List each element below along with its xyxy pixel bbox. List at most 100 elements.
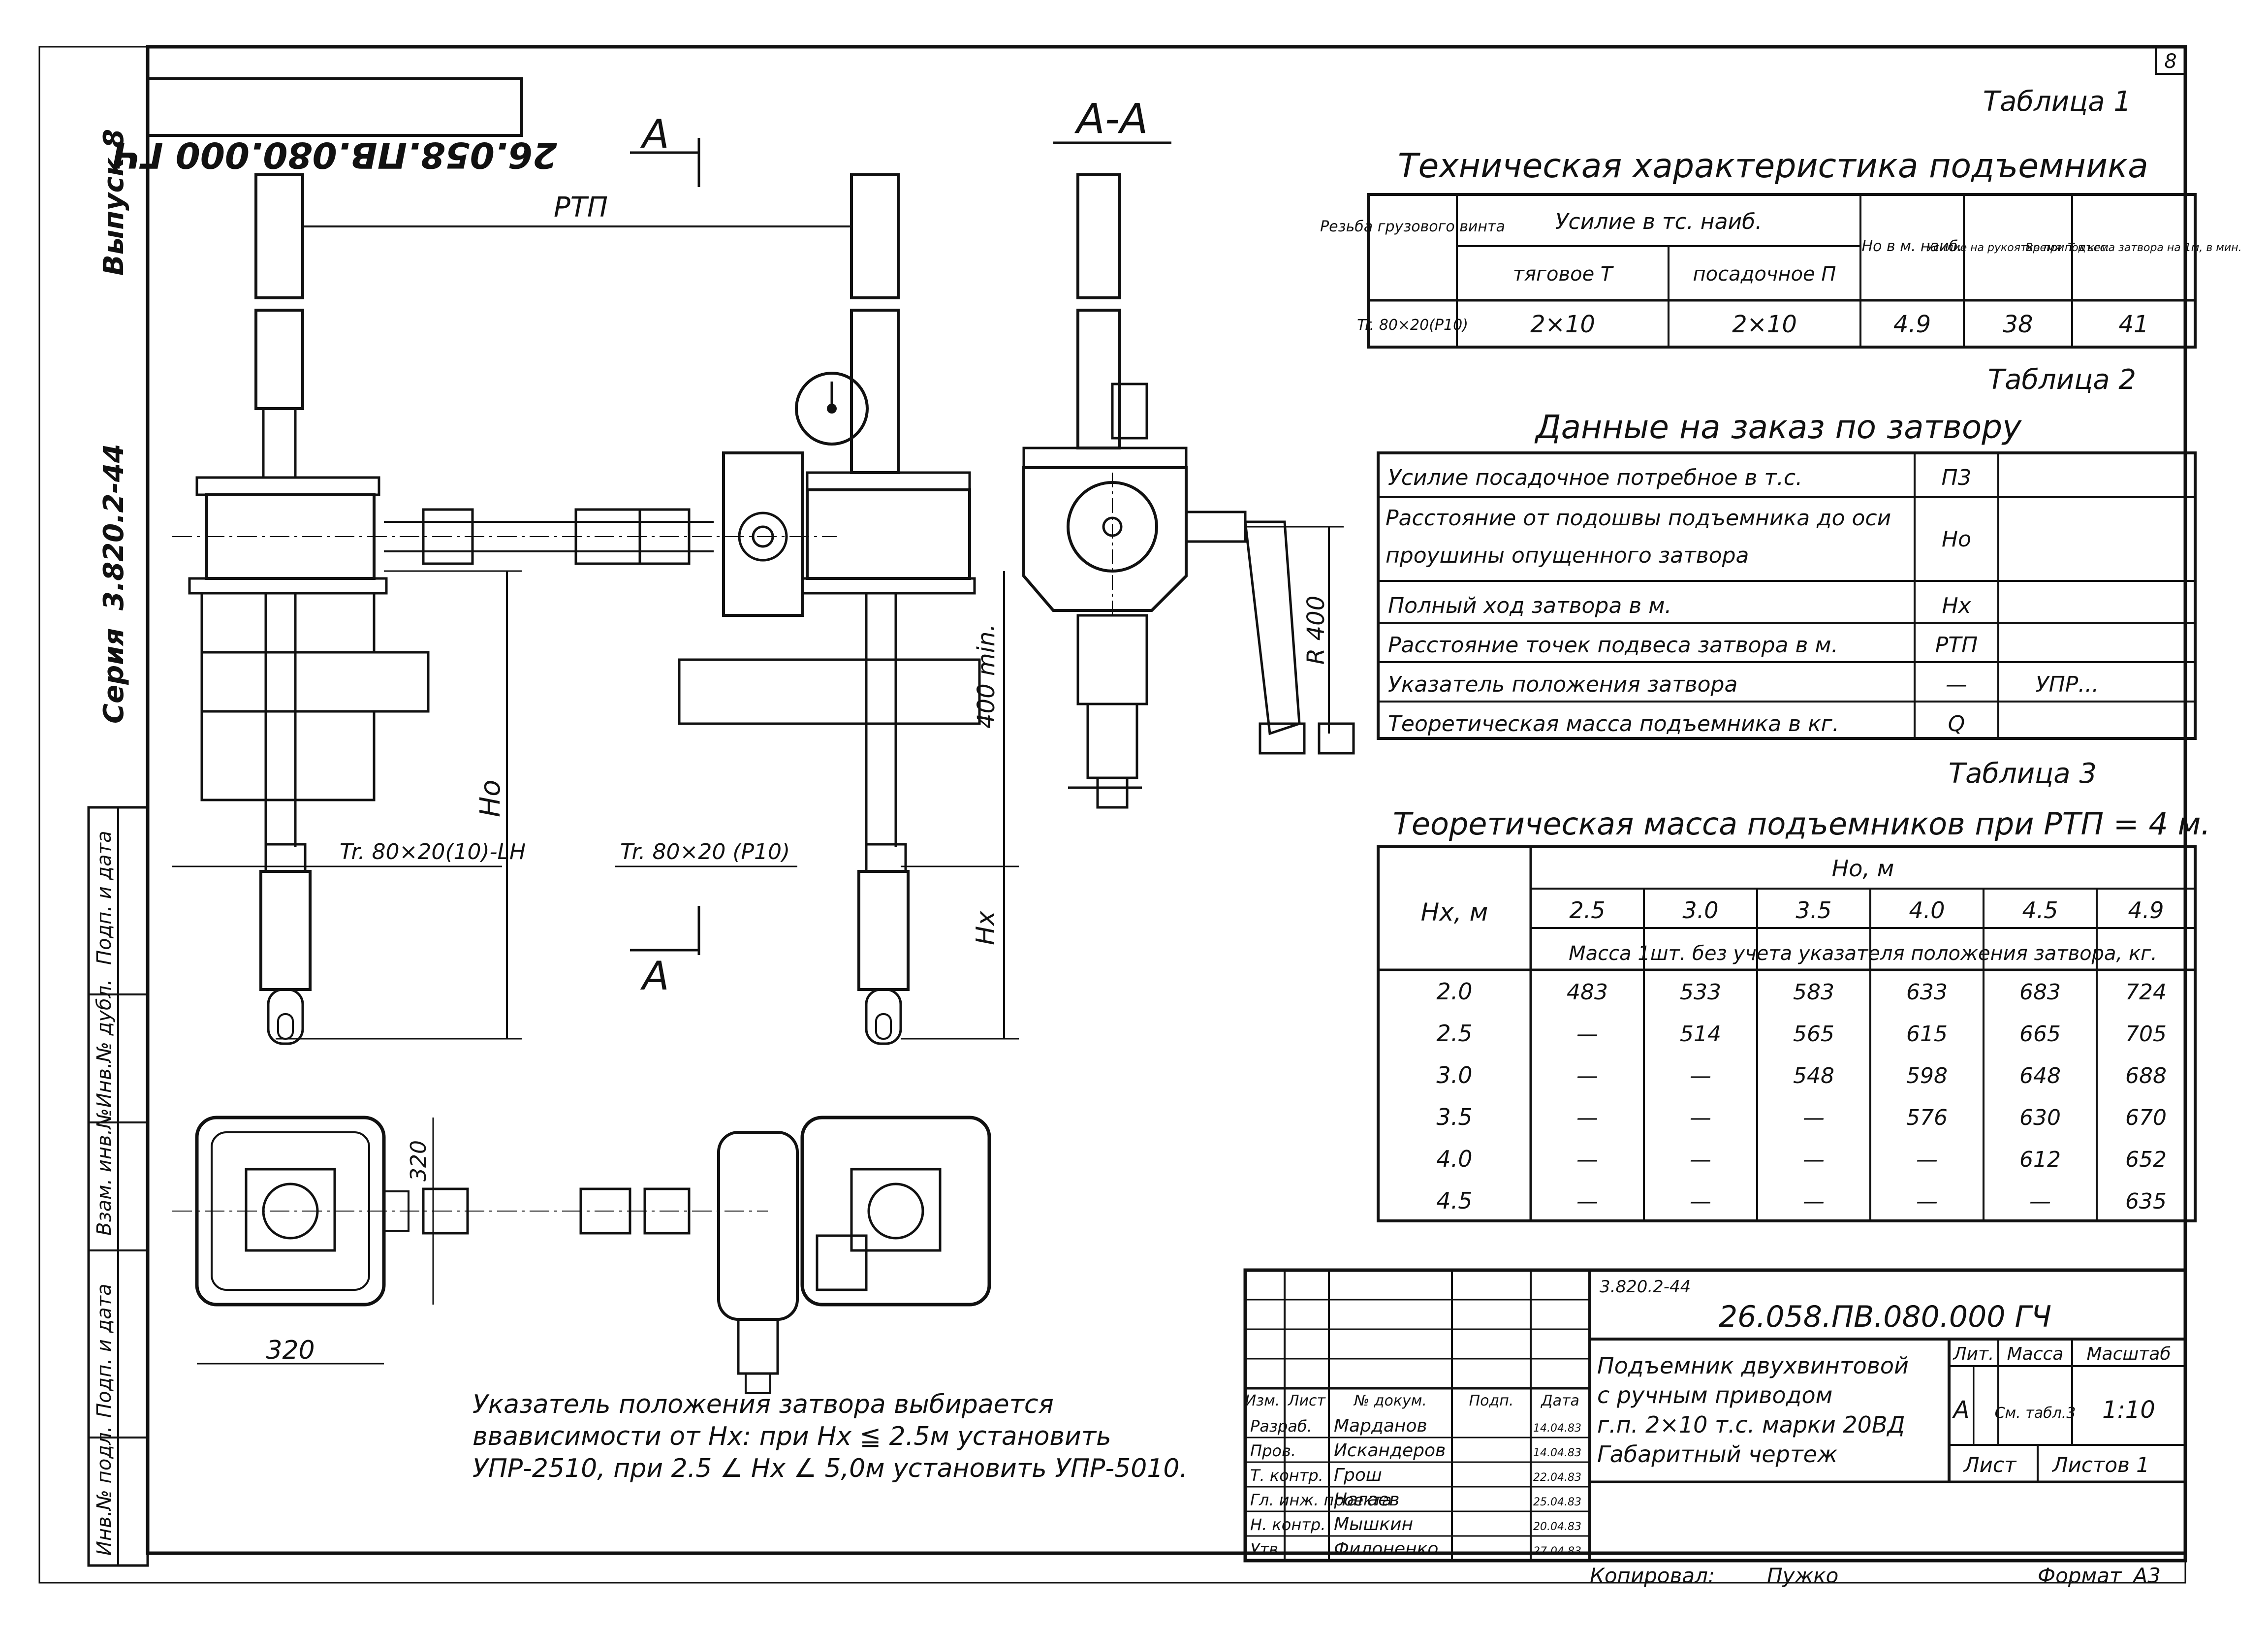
stamp-repl-inv: Взам. инв.№ <box>93 1108 116 1236</box>
t3-row-hx: 4.0 <box>1436 1146 1472 1172</box>
section-mark-top: А <box>640 111 669 157</box>
t3-cell: — <box>2029 1189 2051 1214</box>
t3-row-hx: 2.5 <box>1436 1020 1472 1047</box>
t2-row2-label: Расстояние от подошвы подъемника до оси … <box>1386 506 1891 568</box>
t2-row6-symbol: Q <box>1948 711 1965 736</box>
stamp-column: Подп. и дата Инв.№ дубл. Взам. инв.№ Под… <box>87 806 149 1567</box>
tb-scale-label: Масштаб <box>2086 1344 2171 1364</box>
t3-cell: — <box>1916 1189 1938 1214</box>
tb-name-2: с ручным приводом <box>1597 1382 1832 1408</box>
t2-row3-symbol: Нх <box>1942 593 1971 618</box>
t3-cell: 483 <box>1567 980 1608 1005</box>
t3-cell: 548 <box>1793 1063 1834 1088</box>
t1-cell-time: 41 <box>2118 311 2148 338</box>
t3-cell: — <box>1690 1105 1711 1130</box>
t3-subheader: Масса 1шт. без учета указателя положения… <box>1569 942 2157 965</box>
t3-cell: 598 <box>1906 1063 1948 1088</box>
tb-name: Грош <box>1334 1465 1382 1485</box>
t1-head-pull: тяговое Т <box>1513 263 1614 286</box>
tb-mass-label: Масса <box>2007 1344 2064 1364</box>
t2-row5-label: Указатель положения затвора <box>1388 672 1737 697</box>
t3-row-hx: 3.5 <box>1436 1104 1472 1130</box>
t3-col-header: 4.0 <box>1909 897 1945 924</box>
tb-role: Н. контр. <box>1250 1515 1325 1534</box>
tb-name: Искандеров <box>1334 1440 1446 1461</box>
tb-date: 22.04.83 <box>1533 1471 1581 1484</box>
tb-date: 20.04.83 <box>1533 1521 1581 1533</box>
t3-cell: 630 <box>2019 1105 2061 1130</box>
t3-cell: 724 <box>2125 980 2167 1005</box>
tb-mass-value: См. табл.3 <box>1995 1405 2076 1422</box>
t3-cell: 565 <box>1793 1022 1834 1047</box>
t3-cell: 665 <box>2019 1022 2061 1047</box>
t2-row6-label: Теоретическая масса подъемника в кг. <box>1388 711 1839 736</box>
table3-title: Теоретическая масса подъемников при РТП … <box>1393 806 2210 842</box>
t2-row2-symbol: Нo <box>1942 527 1971 552</box>
t3-cell: — <box>1576 1022 1598 1047</box>
t3-row-hx: 2.0 <box>1436 978 1472 1005</box>
tb-head-sheet: Лист <box>1288 1392 1326 1409</box>
table-2: Таблица 2 Данные на заказ по затвору Уси… <box>1377 364 2197 740</box>
hx-label: Hх <box>971 910 1001 945</box>
dim-320-horizontal: 320 <box>266 1336 315 1365</box>
t3-cell: — <box>1690 1189 1711 1214</box>
tb-name-1: Подъемник двухвинтовой <box>1597 1352 1909 1379</box>
t3-cell: 514 <box>1680 1022 1721 1047</box>
outer-trim <box>38 46 2186 1584</box>
t3-col-header: 3.0 <box>1682 897 1718 924</box>
t2-row1-symbol: П3 <box>1941 465 1971 490</box>
t1-cell-push: 2×10 <box>1732 311 1797 338</box>
page-number-box <box>2155 46 2186 75</box>
t3-cell: 583 <box>1793 980 1834 1005</box>
series-label: Серия <box>98 628 130 724</box>
table1-title: Техническая характеристика подъемника <box>1398 147 2148 186</box>
tb-lit-label: Лит. <box>1953 1344 1994 1364</box>
selection-note: Указатель положения затвора выбирается в… <box>472 1390 1188 1483</box>
note-line-1: Указатель положения затвора выбирается <box>472 1390 1054 1419</box>
stamp-orig-inv: Инв.№ подл. <box>93 1426 116 1556</box>
tb-head-sign: Подп. <box>1469 1392 1514 1409</box>
tb-role: Гл. инж. проекта <box>1250 1491 1392 1509</box>
tb-scale-value: 1:10 <box>2102 1396 2155 1424</box>
format-value: А3 <box>2132 1564 2161 1588</box>
section-view: А-А R 400 <box>1022 95 1355 809</box>
page-number: 8 <box>2164 50 2176 73</box>
tb-series-ref: 3.820.2-44 <box>1600 1277 1691 1297</box>
series-number: 3.820.2-44 <box>98 444 130 610</box>
t1-cell-handle: 38 <box>2003 311 2033 338</box>
note-line-2: ввависимости от Hх: при Hх ≦ 2.5м устано… <box>472 1422 1111 1451</box>
t1-head-force: Усилие в тс. наиб. <box>1555 209 1763 234</box>
t3-cell: — <box>1803 1147 1825 1172</box>
t3-cell: 683 <box>2019 980 2061 1005</box>
format-label: Формат <box>2038 1564 2122 1588</box>
t3-cell: 635 <box>2125 1189 2167 1214</box>
t3-col-header: 4.5 <box>2022 897 2058 924</box>
mirrored-code: 26.058.ПВ.080.000 ГЧ <box>112 134 558 176</box>
table1-caption: Таблица 1 <box>1983 86 2131 118</box>
stamp-sign-date-1: Подп. и дата <box>93 831 116 965</box>
dim-320-vertical: 320 <box>406 1140 431 1182</box>
stamp-dup-inv: Инв.№ дубл. <box>93 979 116 1108</box>
ho-label: Hо <box>474 780 506 817</box>
tb-sheets-label: Листов 1 <box>2051 1453 2149 1477</box>
t3-cell: — <box>1576 1147 1598 1172</box>
tb-role: Утв. <box>1250 1540 1283 1559</box>
table-3: Таблица 3 Теоретическая масса подъемнико… <box>1377 758 2210 1222</box>
tb-name: Нагаев <box>1334 1490 1399 1510</box>
tb-head-doc: № докум. <box>1353 1392 1427 1409</box>
tb-role: Разраб. <box>1250 1417 1312 1436</box>
t3-cell: — <box>1916 1147 1938 1172</box>
t1-cell-thread: Tr. 80×20(P10) <box>1357 317 1468 334</box>
t1-head-thread: Резьба грузового винта <box>1320 218 1505 235</box>
tb-name: Филоненко <box>1334 1539 1438 1559</box>
tb-sheet-label: Лист <box>1963 1453 2017 1477</box>
t2-row4-symbol: РТП <box>1935 633 1978 658</box>
t3-row-hx: 4.5 <box>1436 1187 1472 1214</box>
rtp-label: РТП <box>554 192 608 224</box>
copied-by-label: Копировал: <box>1590 1564 1715 1588</box>
tb-lit-value: А <box>1952 1396 1970 1424</box>
mirrored-code-box <box>146 77 523 137</box>
t2-row5-value: УПР... <box>2036 672 2099 697</box>
t1-cell-ho: 4.9 <box>1893 311 1931 338</box>
